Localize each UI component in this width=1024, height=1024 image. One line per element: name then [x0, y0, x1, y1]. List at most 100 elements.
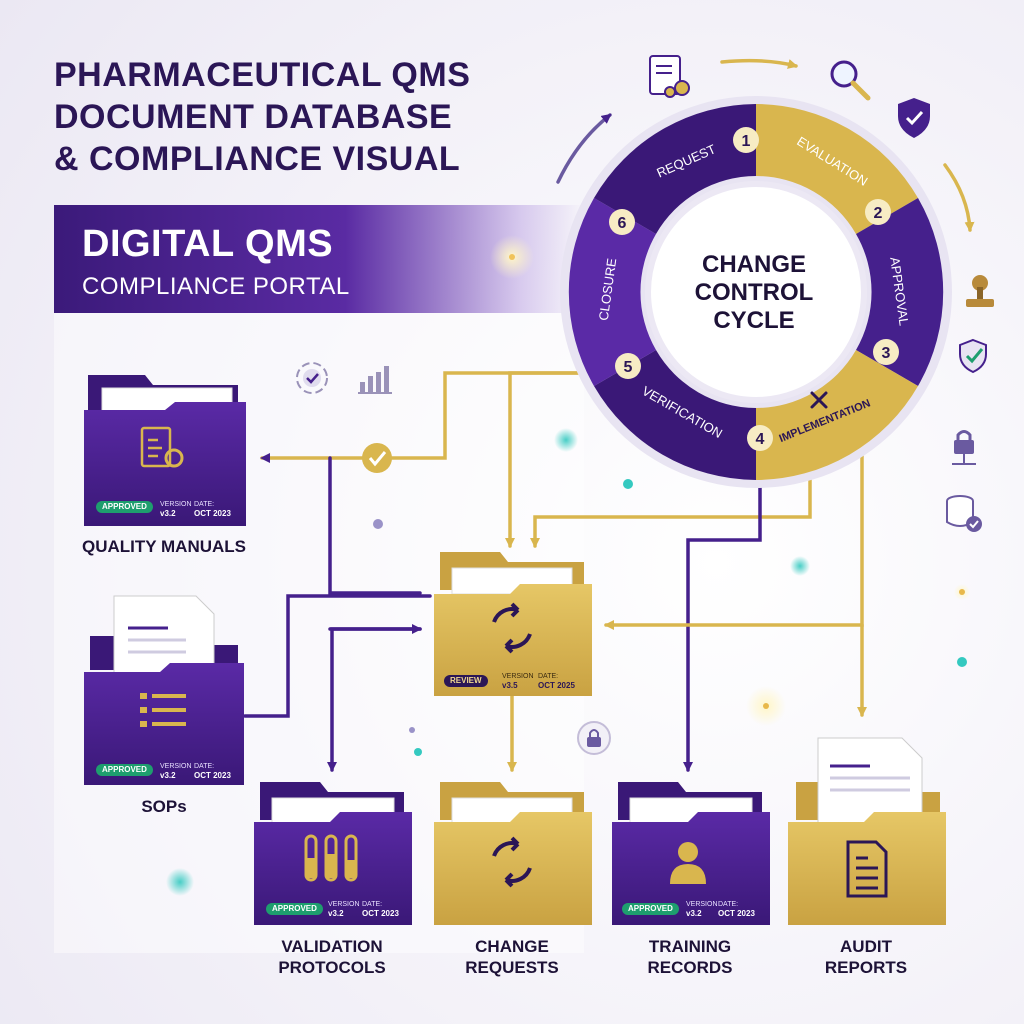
- folder-label-training-records: TRAINING RECORDS: [600, 936, 780, 978]
- step-1-badge: [733, 127, 759, 153]
- portal-banner: DIGITAL QMS COMPLIANCE PORTAL: [54, 205, 584, 313]
- folder-review[interactable]: [434, 552, 592, 696]
- change-requests-line-2: REQUESTS: [465, 958, 559, 977]
- validation-protocols-date: DATE: OCT 2023: [362, 900, 399, 919]
- review-version-value: v3.5: [502, 681, 518, 690]
- document-gear-icon: [140, 426, 184, 468]
- database-check-icon: [946, 495, 982, 532]
- step-1-number: 1: [742, 133, 751, 150]
- page-title: PHARMACEUTICAL QMS DOCUMENT DATABASE & C…: [54, 54, 574, 180]
- training-records-line-2: RECORDS: [647, 958, 733, 977]
- target-check-icon: [296, 362, 328, 394]
- folder-validation-protocols[interactable]: [254, 782, 412, 925]
- review-version-label: VERSION: [502, 673, 534, 680]
- cycle-segment-verification: [594, 350, 756, 480]
- folder-label-quality-manuals: QUALITY MANUALS: [81, 537, 246, 556]
- step-2-badge: [865, 199, 891, 225]
- audit-reports-line-1: AUDIT: [840, 937, 892, 956]
- validation-protocols-version-label: VERSION: [328, 901, 360, 908]
- step-4-badge: [747, 425, 773, 451]
- quality-manuals-date-value: OCT 2023: [194, 509, 231, 518]
- training-records-version-value: v3.2: [686, 909, 702, 918]
- stamp-icon: [966, 275, 994, 307]
- validation-protocols-version-value: v3.2: [328, 909, 344, 918]
- cycle-segment-implementation: [756, 350, 918, 480]
- training-records-date-value: OCT 2023: [718, 909, 755, 918]
- sops-version: VERSION v3.2: [160, 762, 192, 781]
- training-records-date-label: DATE:: [718, 901, 739, 908]
- tools-icon: [810, 391, 828, 409]
- review-version: VERSION v3.5: [502, 672, 534, 691]
- training-records-version: VERSION v3.2: [686, 900, 718, 919]
- change-control-cycle: 1 2 3 4 5 6 REQUEST EVALUATION APPROVAL …: [560, 96, 952, 488]
- folder-quality-manuals[interactable]: [84, 375, 246, 526]
- shield-check-small-icon: [959, 338, 987, 374]
- validation-protocols-line-2: PROTOCOLS: [278, 958, 386, 977]
- magnifier-icon: [830, 60, 871, 101]
- checklist-icon: [140, 693, 186, 727]
- sync-arrows-icon: [492, 836, 532, 888]
- status-badge-quality-manuals: APPROVED: [96, 501, 153, 513]
- title-line-1: PHARMACEUTICAL QMS: [54, 56, 471, 94]
- folder-label-audit-reports: AUDIT REPORTS: [776, 936, 956, 978]
- status-badge-sops: APPROVED: [96, 764, 153, 776]
- padlock-icon: [577, 721, 611, 755]
- sops-date-value: OCT 2023: [194, 771, 231, 780]
- sops-version-label: VERSION: [160, 763, 192, 770]
- quality-manuals-version: VERSION v3.2: [160, 500, 192, 519]
- folder-label-change-requests: CHANGE REQUESTS: [422, 936, 602, 978]
- person-icon: [670, 842, 706, 884]
- quality-manuals-date-label: DATE:: [194, 501, 215, 508]
- banner-subtitle: COMPLIANCE PORTAL: [82, 273, 350, 300]
- step-3-number: 3: [882, 345, 891, 362]
- quality-manuals-date: DATE: OCT 2023: [194, 500, 231, 519]
- sops-version-value: v3.2: [160, 771, 176, 780]
- folder-change-requests[interactable]: [434, 782, 592, 925]
- cycle-segment-request: [594, 104, 756, 234]
- check-node: [362, 443, 392, 473]
- document-gear-icon: [649, 55, 690, 98]
- folder-training-records[interactable]: [612, 782, 770, 925]
- sparkles: [166, 235, 970, 896]
- folder-audit-reports[interactable]: [788, 737, 946, 925]
- lock-network-icon: [952, 430, 976, 465]
- review-date-value: OCT 2025: [538, 681, 575, 690]
- quality-manuals-version-value: v3.2: [160, 509, 176, 518]
- validation-protocols-date-value: OCT 2023: [362, 909, 399, 918]
- status-badge-review: REVIEW: [444, 675, 488, 687]
- folder-label-sops: SOPs: [141, 797, 187, 816]
- connectors: [243, 58, 975, 772]
- step-6-number: 6: [618, 215, 627, 232]
- bar-chart-icon: [358, 366, 392, 394]
- status-badge-validation-protocols: APPROVED: [266, 903, 323, 915]
- training-records-version-label: VERSION: [686, 901, 718, 908]
- title-line-3: & COMPLIANCE VISUAL: [54, 140, 461, 178]
- quality-manuals-version-label: VERSION: [160, 501, 192, 508]
- validation-protocols-date-label: DATE:: [362, 901, 383, 908]
- sops-date-label: DATE:: [194, 763, 215, 770]
- step-2-number: 2: [874, 205, 883, 222]
- step-5-number: 5: [624, 359, 633, 376]
- step-5-badge: [615, 353, 641, 379]
- report-icon: [846, 840, 888, 898]
- cycle-segment-approval: [856, 198, 944, 386]
- training-records-date: DATE: OCT 2023: [718, 900, 755, 919]
- training-records-line-1: TRAINING: [648, 937, 732, 956]
- status-badge-training-records: APPROVED: [622, 903, 679, 915]
- step-4-number: 4: [756, 431, 765, 448]
- audit-reports-line-2: REPORTS: [824, 958, 908, 977]
- sops-date: DATE: OCT 2023: [194, 762, 231, 781]
- shield-check-icon: [898, 98, 930, 138]
- sync-arrows-icon: [492, 602, 532, 654]
- cycle-center-line-1: CHANGE: [702, 251, 806, 278]
- review-date-label: DATE:: [538, 673, 559, 680]
- step-6-badge: [609, 209, 635, 235]
- cycle-center-line-2: CONTROL: [695, 279, 814, 306]
- validation-protocols-line-1: VALIDATION: [281, 937, 383, 956]
- review-date: DATE: OCT 2025: [538, 672, 575, 691]
- folder-label-validation-protocols: VALIDATION PROTOCOLS: [242, 936, 422, 978]
- step-3-badge: [873, 339, 899, 365]
- validation-protocols-version: VERSION v3.2: [328, 900, 360, 919]
- folder-sops[interactable]: [84, 595, 244, 785]
